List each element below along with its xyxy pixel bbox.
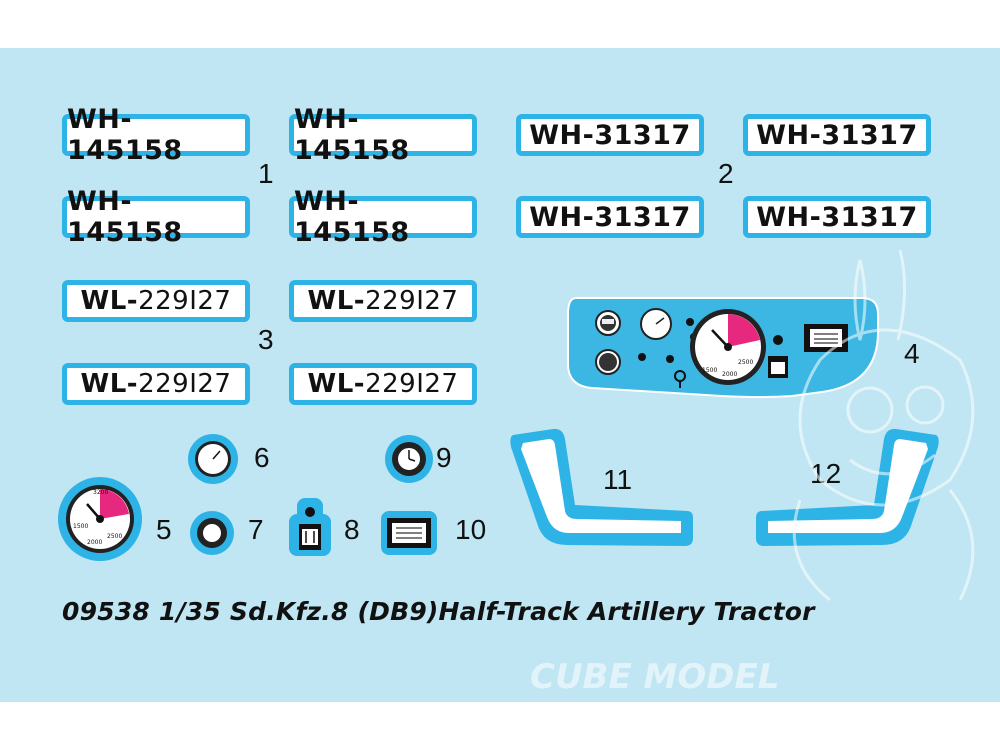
svg-text:2000: 2000	[722, 371, 737, 378]
watermark-text: CUBE MODEL	[530, 657, 779, 697]
plate-text: WH-145158	[294, 186, 410, 248]
plate-text: WH-145158	[67, 186, 183, 248]
svg-text:3200: 3200	[93, 489, 108, 496]
label-2: 2	[718, 158, 734, 189]
label-7: 7	[248, 514, 264, 545]
plate-number: 229I27	[365, 286, 459, 316]
plate-wh-31317-a: WH-31317	[516, 114, 704, 156]
small-gauge-decal	[190, 511, 234, 555]
plate-wh-31317-c: WH-31317	[516, 196, 704, 238]
svg-text:2000: 2000	[87, 539, 102, 546]
plate-wl-b: WL-229I27	[289, 280, 477, 322]
plate-text: WH-145158	[294, 104, 410, 166]
plate-text: WH-31317	[756, 119, 918, 151]
plate-prefix: WL-	[80, 286, 139, 316]
plate-wl-a: WL-229I27	[62, 280, 250, 322]
label-3: 3	[258, 324, 274, 355]
plate-number: 229I27	[138, 286, 232, 316]
plate-prefix: WL-	[307, 286, 366, 316]
plate-wh-31317-b: WH-31317	[743, 114, 931, 156]
data-plate-decal	[381, 511, 437, 555]
sheet-title: 09538 1/35 Sd.Kfz.8 (DB9)Half-Track Arti…	[62, 597, 815, 626]
label-1: 1	[258, 158, 274, 189]
indicator-lamp-decal	[289, 498, 331, 556]
svg-text:2500: 2500	[107, 533, 122, 540]
label-5: 5	[156, 514, 172, 545]
clock-gauge-decal	[385, 435, 433, 483]
label-8: 8	[344, 514, 360, 545]
svg-text:1500: 1500	[702, 367, 717, 374]
plate-wl-d: WL-229I27	[289, 363, 477, 405]
fender-stripe-left-decal	[510, 428, 693, 546]
plate-prefix: WL-	[80, 369, 139, 399]
plate-number: 229I27	[138, 369, 232, 399]
plate-prefix: WL-	[307, 369, 366, 399]
tachometer-gauge-decal: 3200 1500 2000 2500	[58, 477, 142, 561]
plate-text: WH-145158	[67, 104, 183, 166]
plate-wh-145158-b: WH-145158	[289, 104, 477, 166]
speed-gauge-decal	[188, 434, 238, 484]
label-4: 4	[904, 338, 920, 369]
plate-text: WH-31317	[756, 201, 918, 233]
plate-wh-145158-c: WH-145158	[62, 186, 250, 248]
plate-wh-31317-d: WH-31317	[743, 196, 931, 238]
plate-wh-145158-d: WH-145158	[289, 186, 477, 248]
plate-text: WH-31317	[529, 119, 691, 151]
svg-text:1500: 1500	[73, 523, 88, 530]
svg-text:2500: 2500	[738, 359, 753, 366]
fender-stripe-right-decal	[756, 428, 939, 546]
instrument-panel-decal: 1500 2000 2500	[567, 297, 879, 398]
plate-number: 229I27	[365, 369, 459, 399]
label-10: 10	[455, 514, 487, 545]
plate-wh-145158-a: WH-145158	[62, 104, 250, 166]
watermark-logo: CUBE MODEL	[530, 249, 975, 697]
plate-text: WH-31317	[529, 201, 691, 233]
label-11: 11	[603, 464, 633, 495]
label-6: 6	[254, 442, 270, 473]
plate-wl-c: WL-229I27	[62, 363, 250, 405]
label-9: 9	[436, 442, 452, 473]
